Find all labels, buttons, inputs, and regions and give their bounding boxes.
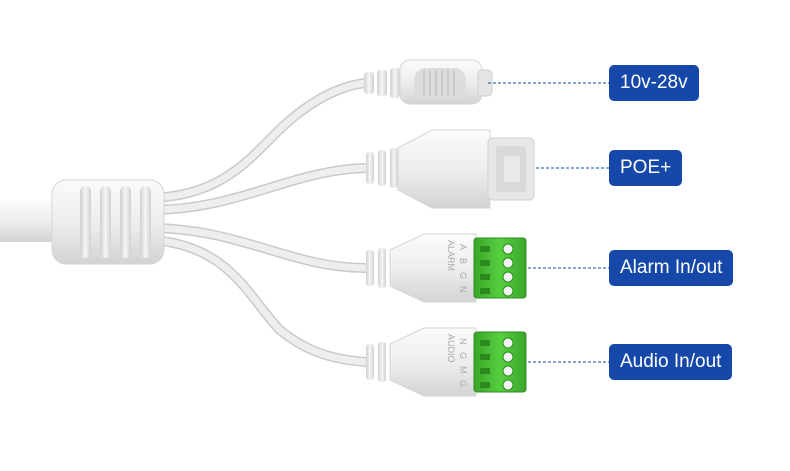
- audio-block-title: AUDIO: [446, 334, 456, 363]
- label-alarm: Alarm In/out: [609, 250, 734, 286]
- terminal-wire-slot: [480, 354, 490, 360]
- terminal-wire-slot: [480, 382, 490, 388]
- label-audio: Audio In/out: [609, 344, 733, 380]
- branch-cables: [145, 78, 371, 367]
- terminal-screw: [502, 257, 514, 269]
- label-power: 10v-28v: [609, 65, 699, 101]
- terminal-wire-slot: [480, 368, 490, 374]
- terminal-screw: [502, 365, 514, 377]
- alarm-block-title: ALARM: [446, 240, 456, 271]
- terminal-block-icon: AUDIO N G M G: [366, 327, 527, 397]
- terminal-screw: [502, 379, 514, 391]
- terminal-screws: [480, 337, 514, 391]
- pin-label: G: [458, 272, 468, 279]
- rj45-ethernet-jack-icon: [366, 129, 535, 209]
- terminal-wire-slot: [480, 260, 490, 266]
- terminal-screw: [502, 285, 514, 297]
- alarm-pin-labels: A B G N: [458, 244, 468, 293]
- terminal-screw: [502, 337, 514, 349]
- terminal-wire-slot: [480, 246, 490, 252]
- pin-label: M: [458, 366, 468, 374]
- pin-label: G: [458, 352, 468, 359]
- pin-label: N: [458, 286, 468, 293]
- terminal-screws: [480, 243, 514, 297]
- pin-label: A: [458, 244, 468, 250]
- label-poe: POE+: [609, 150, 683, 186]
- terminal-wire-slot: [480, 274, 490, 280]
- terminal-wire-slot: [480, 340, 490, 346]
- terminal-screw: [502, 351, 514, 363]
- pin-label: B: [458, 258, 468, 264]
- terminal-screw: [502, 271, 514, 283]
- pin-label: G: [458, 380, 468, 387]
- leader-lines: [488, 82, 609, 363]
- pin-label: N: [458, 338, 468, 345]
- terminal-block-icon: ALARM A B G N: [366, 233, 527, 303]
- terminal-wire-slot: [480, 288, 490, 294]
- audio-pin-labels: N G M G: [458, 338, 468, 387]
- cable-hub: [51, 179, 165, 265]
- terminal-screw: [502, 243, 514, 255]
- dc-power-jack-icon: [364, 59, 493, 105]
